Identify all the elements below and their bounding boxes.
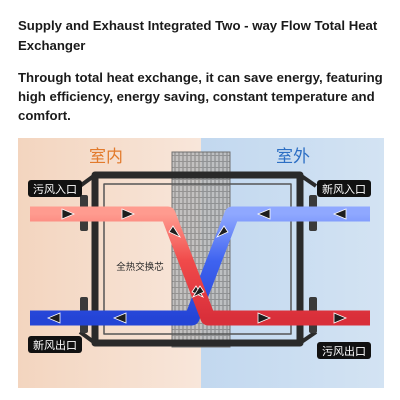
title: Supply and Exhaust Integrated Two - way … [18,18,378,53]
unit-housing [78,171,318,347]
port-exhaust-in: 污风入口 [28,180,82,197]
port-exhaust-out: 污风出口 [317,342,371,359]
description: Through total heat exchange, it can save… [18,70,383,123]
port-exhaust-out-label: 污风出口 [322,344,366,358]
exhaust-air-flow [30,206,370,326]
fresh-air-flow [30,206,370,326]
indoor-label: 室内 [89,147,123,167]
port-fresh-in-label: 新风入口 [322,182,366,196]
port-fresh-in: 新风入口 [317,180,371,197]
port-exhaust-in-label: 污风入口 [33,183,77,196]
port-fresh-out: 新风出口 [28,336,82,353]
flow-arrows [46,208,348,324]
port-fresh-out-label: 新风出口 [33,338,77,352]
outdoor-label: 室外 [276,147,310,167]
core-label: 全热交换芯 [116,261,164,273]
